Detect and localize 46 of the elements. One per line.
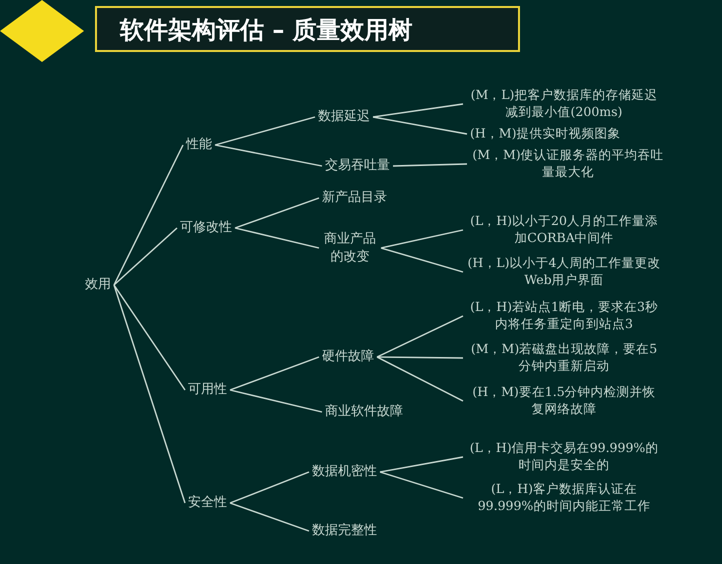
requirement-text: (H，L)以小于4人周的工作量更改Web用户界面 (466, 255, 662, 289)
attribute-label: 硬件故障 (322, 348, 374, 366)
attribute-label: 商业产品的改变 (322, 230, 378, 266)
attribute-label: 交易吞吐量 (325, 157, 390, 175)
tree-branch-line (234, 227, 320, 249)
attribute-label: 效用 (85, 276, 111, 294)
tree-branch-line (230, 389, 322, 413)
tree-branch-line (372, 103, 464, 118)
attribute-label: 数据完整性 (312, 522, 377, 540)
requirement-text: (L，H)信用卡交易在99.999%的时间内是安全的 (466, 440, 662, 474)
tree-branch-line (380, 229, 464, 249)
tree-branch-line (230, 356, 320, 391)
attribute-label: 商业软件故障 (325, 403, 403, 421)
tree-branch-line (214, 144, 322, 167)
requirement-text: (H，M)提供实时视频图象 (470, 126, 620, 142)
attribute-label: 新产品目录 (322, 189, 387, 207)
requirement-text: (M，M)使认证服务器的平均吞吐量最大化 (470, 147, 666, 181)
tree-branch-line (114, 227, 178, 286)
tree-branch-line (234, 197, 320, 229)
attribute-label: 可修改性 (180, 219, 232, 237)
tree-branch-line (113, 144, 184, 286)
tree-branch-line (380, 456, 464, 473)
title: 软件架构评估 – 质量效用树 (120, 15, 413, 46)
tree-branch-line (230, 502, 310, 532)
requirement-text: (M，M)若磁盘出现故障，要在5分钟内重新启动 (466, 341, 662, 375)
requirement-text: (L，H)以小于20人月的工作量添加CORBA中间件 (466, 213, 662, 247)
tree-branch-line (377, 356, 463, 359)
tree-branch-line (113, 284, 186, 504)
requirement-text: (H，M)要在1.5分钟内检测并恢复网络故障 (466, 384, 662, 418)
attribute-label: 性能 (186, 136, 212, 154)
attribute-label: 安全性 (188, 494, 227, 512)
requirement-text: (L，H)客户数据库认证在99.999%的时间内能正常工作 (466, 481, 662, 515)
attribute-label: 可用性 (188, 381, 227, 399)
tree-branch-line (392, 163, 468, 167)
requirement-text: (L，H)若站点1断电，要求在3秒内将任务重定向到站点3 (466, 299, 662, 333)
tree-branch-line (372, 116, 468, 135)
tree-branch-line (214, 116, 316, 146)
tree-branch-line (380, 247, 464, 273)
tree-branch-line (113, 284, 186, 390)
tree-branch-line (376, 315, 464, 358)
requirement-text: (M，L)把客户数据库的存储延迟减到最小值(200ms) (466, 87, 662, 121)
tree-branch-line (380, 471, 464, 499)
attribute-label: 数据延迟 (318, 108, 370, 126)
attribute-label: 数据机密性 (312, 463, 377, 481)
tree-branch-line (230, 471, 310, 504)
tree-branch-line (376, 356, 464, 402)
